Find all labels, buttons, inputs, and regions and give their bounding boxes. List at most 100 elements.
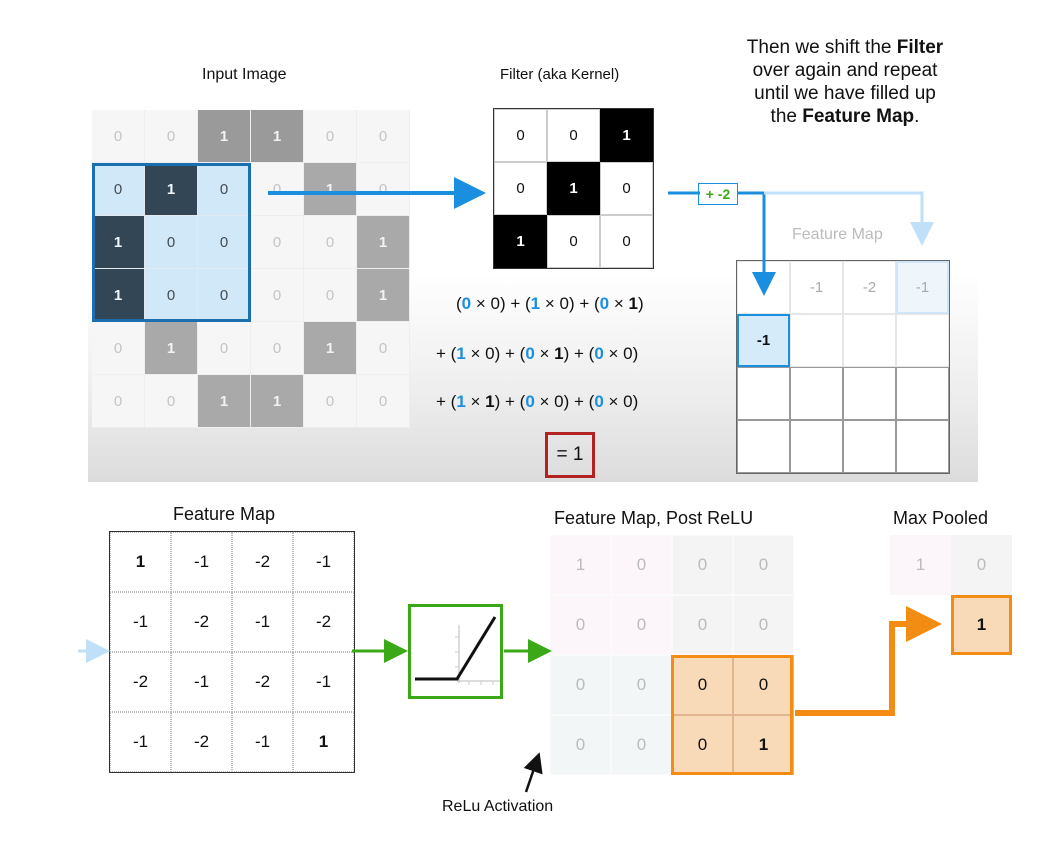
input-cell: 1	[357, 216, 410, 269]
input-cell: 0	[145, 375, 198, 428]
input-cell: 1	[198, 375, 251, 428]
input-cell: 0	[251, 269, 304, 322]
equation-term: 0	[599, 294, 610, 313]
equation-term: × 0) + (	[465, 344, 526, 363]
input-cell: 0	[198, 322, 251, 375]
input-cell: 0	[304, 110, 357, 163]
feature-map-cell: -1	[232, 592, 293, 652]
bottom-feature-map-label: Feature Map	[173, 504, 276, 524]
feature-map-cell: -1	[293, 652, 354, 712]
post-relu-cell: 0	[611, 595, 672, 655]
relu-function-box	[408, 604, 503, 699]
input-cell: 1	[92, 269, 145, 322]
filter-window-highlight	[92, 163, 251, 322]
equation-term: 0	[525, 344, 535, 363]
feature-map-cell: -2	[110, 652, 171, 712]
pooling-window-highlight	[671, 655, 793, 775]
equation-term: 0	[461, 294, 472, 313]
input-cell: 1	[304, 163, 357, 216]
feature-map-cell: -1	[171, 532, 232, 592]
feature-map-cell	[896, 367, 949, 420]
pooled-cell	[890, 595, 951, 655]
filter-cell: 1	[600, 109, 653, 162]
input-cell: 0	[357, 110, 410, 163]
feature-map-cell	[843, 314, 896, 367]
post-relu-cell: 0	[611, 715, 672, 775]
input-cell: 0	[92, 375, 145, 428]
feature-map-cell: -1	[790, 261, 843, 314]
explanation-note: Then we shift the Filter over again and …	[690, 36, 1000, 128]
equation-term: )	[637, 294, 644, 313]
feature-map-cell	[737, 261, 790, 314]
post-relu-cell: 0	[611, 655, 672, 715]
post-relu-cell: 0	[672, 535, 733, 595]
feature-map-cell: -1	[232, 712, 293, 772]
equation-term: ) + (	[563, 344, 595, 363]
input-cell: 0	[251, 216, 304, 269]
sum-bias-label: + -2	[698, 183, 738, 205]
input-cell: 0	[304, 375, 357, 428]
equation-term: + (	[436, 392, 457, 411]
feature-map-cell: 1	[293, 712, 354, 772]
input-cell: 0	[145, 269, 198, 322]
feature-map-cell: -1	[110, 712, 171, 772]
post-relu-cell: 0	[550, 595, 611, 655]
top-feature-map-label: Feature Map	[792, 226, 883, 243]
post-relu-cell: 0	[733, 535, 794, 595]
feature-map-cell	[790, 420, 843, 473]
feature-map-cell	[896, 420, 949, 473]
pooled-cell: 1	[951, 595, 1012, 655]
equation-term: 1	[530, 294, 541, 313]
equation-term: (	[456, 294, 462, 313]
input-cell: 0	[304, 269, 357, 322]
feature-map-cell	[790, 314, 843, 367]
filter-cell: 0	[494, 162, 547, 215]
input-cell: 0	[92, 163, 145, 216]
note-text: over again and repeat	[752, 60, 938, 81]
feature-map-cell	[843, 367, 896, 420]
feature-map-cell: -1	[293, 532, 354, 592]
pooled-cell: 0	[951, 535, 1012, 595]
filter-cell: 0	[547, 109, 600, 162]
relu-graph-icon	[415, 616, 500, 685]
feature-map-cell	[896, 314, 949, 367]
post-relu-cell: 0	[672, 595, 733, 655]
note-text: the	[770, 106, 803, 127]
input-cell: 1	[198, 110, 251, 163]
feature-map-cell: 1	[110, 532, 171, 592]
feature-map-cell	[737, 367, 790, 420]
input-cell: 1	[251, 375, 304, 428]
equation-term: ×	[465, 392, 486, 411]
note-text: Then we shift the	[746, 37, 897, 58]
equation-term: × 0) + (	[540, 294, 600, 313]
post-relu-cell: 0	[550, 715, 611, 775]
feature-map-cell: -2	[171, 592, 232, 652]
equation-term: × 0)	[603, 392, 639, 411]
equation-term: ×	[609, 294, 629, 313]
input-cell: 1	[304, 322, 357, 375]
equation-term: × 0) + (	[471, 294, 531, 313]
filter-label: Filter (aka Kernel)	[500, 66, 620, 83]
input-cell: 0	[251, 322, 304, 375]
equation-term: 1	[456, 392, 466, 411]
feature-map-cell: -2	[232, 532, 293, 592]
note-text: .	[914, 106, 920, 127]
input-cell: 0	[357, 375, 410, 428]
feature-map-cell	[790, 367, 843, 420]
input-cell: 0	[92, 110, 145, 163]
input-cell: 0	[304, 216, 357, 269]
input-cell: 0	[145, 216, 198, 269]
input-cell: 0	[357, 322, 410, 375]
equation-term: × 0)	[603, 344, 639, 363]
equation-term: + (	[436, 344, 457, 363]
pooled-cell: 1	[890, 535, 951, 595]
feature-map-cell: -1	[110, 592, 171, 652]
post-relu-cell: 1	[733, 715, 794, 775]
filter-cell: 0	[494, 109, 547, 162]
feature-map-cell: -2	[232, 652, 293, 712]
filter-cell: 0	[600, 215, 653, 268]
equation-line-3: + (1 × 1) + (0 × 0) + (0 × 0)	[436, 392, 638, 412]
feature-map-cell	[737, 420, 790, 473]
